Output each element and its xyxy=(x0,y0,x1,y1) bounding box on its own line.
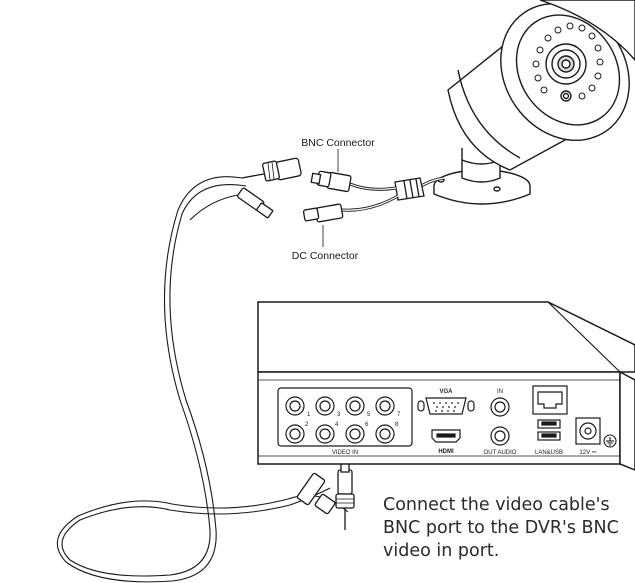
vga-label: VGA xyxy=(439,389,453,395)
camera-pigtail-cable xyxy=(302,149,445,247)
lan-usb-label: LAN&USB xyxy=(535,450,563,456)
channel-label-5: 5 xyxy=(367,412,371,418)
audio-in-label: IN xyxy=(497,389,503,395)
vga-port xyxy=(417,397,475,415)
bullet-camera xyxy=(433,0,635,205)
channel-label-3: 3 xyxy=(337,412,341,418)
siamese-cable xyxy=(56,176,349,583)
channel-label-4: 4 xyxy=(335,422,339,428)
power-port xyxy=(575,417,601,445)
extension-cable-bottom-connectors xyxy=(296,459,355,530)
caption-line-1: Connect the video cable's xyxy=(383,495,610,515)
hdmi-port xyxy=(431,429,461,443)
channel-label-7: 7 xyxy=(397,412,401,418)
caption-line-3: video in port. xyxy=(383,541,500,561)
caption-line-2: BNC port to the DVR's BNC xyxy=(383,518,619,538)
channel-label-6: 6 xyxy=(365,422,369,428)
extension-cable-top-connectors xyxy=(237,157,302,219)
power-label: 12V ⎓ xyxy=(579,450,596,456)
instruction-caption: Connect the video cable's BNC port to th… xyxy=(383,494,633,563)
channel-label-8: 8 xyxy=(395,422,399,428)
channel-label-2: 2 xyxy=(305,422,309,428)
dc-connector-label: DC Connector xyxy=(292,250,359,262)
audio-ports xyxy=(490,397,510,446)
channel-label-1: 1 xyxy=(307,412,311,418)
ground-terminal xyxy=(603,434,617,448)
bnc-connector-label: BNC Connector xyxy=(301,137,375,149)
audio-out-label: OUT AUDIO xyxy=(484,450,517,456)
video-in-label: VIDEO IN xyxy=(332,450,358,456)
video-in-panel xyxy=(277,387,413,447)
bnc-video-in-ports xyxy=(285,396,395,444)
lan-usb-ports xyxy=(532,385,568,441)
hdmi-label: HDMI xyxy=(438,449,454,455)
